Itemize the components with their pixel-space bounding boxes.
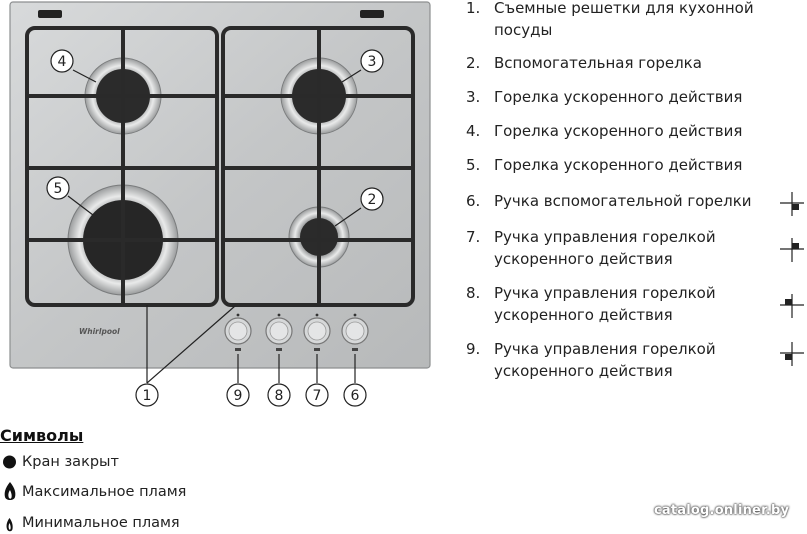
grate-right bbox=[221, 26, 415, 307]
knob-9[interactable] bbox=[224, 313, 252, 351]
knob-7[interactable] bbox=[303, 313, 331, 351]
svg-text:6: 6 bbox=[351, 388, 360, 404]
knob-8[interactable] bbox=[265, 313, 293, 351]
leader-lines bbox=[67, 69, 362, 384]
callout-2: 2 bbox=[360, 187, 384, 211]
watermark: catalog.onliner.by bbox=[654, 503, 790, 518]
svg-text:9: 9 bbox=[234, 388, 243, 404]
symbols-title: Символы bbox=[0, 426, 84, 445]
callout-9: 9 bbox=[226, 383, 250, 407]
svg-text:1: 1 bbox=[143, 388, 152, 404]
svg-text:7: 7 bbox=[313, 388, 322, 404]
svg-text:4: 4 bbox=[58, 54, 67, 70]
callout-8: 8 bbox=[267, 383, 291, 407]
brand-logo: Whirlpool bbox=[79, 327, 120, 336]
callout-6: 6 bbox=[343, 383, 367, 407]
callout-3: 3 bbox=[360, 49, 384, 73]
svg-text:8: 8 bbox=[275, 388, 284, 404]
small-flame-icon bbox=[6, 518, 13, 532]
hob-diagram: Whirlpool 4 bbox=[9, 1, 431, 407]
callout-7: 7 bbox=[305, 383, 329, 407]
clip-right bbox=[360, 10, 384, 18]
svg-text:3: 3 bbox=[368, 54, 377, 70]
closed-circle-icon bbox=[3, 455, 16, 469]
svg-text:5: 5 bbox=[54, 181, 63, 197]
knob-7-position-icon bbox=[780, 238, 804, 262]
grate-left bbox=[25, 26, 219, 307]
large-flame-icon bbox=[4, 482, 16, 500]
svg-text:2: 2 bbox=[368, 192, 377, 208]
callout-4: 4 bbox=[50, 49, 74, 73]
knob-8-position-icon bbox=[780, 294, 804, 318]
knob-9-position-icon bbox=[780, 342, 804, 366]
knob-6[interactable] bbox=[341, 313, 369, 351]
callout-1: 1 bbox=[135, 383, 159, 407]
callout-5: 5 bbox=[46, 176, 70, 200]
clip-left bbox=[38, 10, 62, 18]
knob-6-position-icon bbox=[780, 192, 804, 216]
